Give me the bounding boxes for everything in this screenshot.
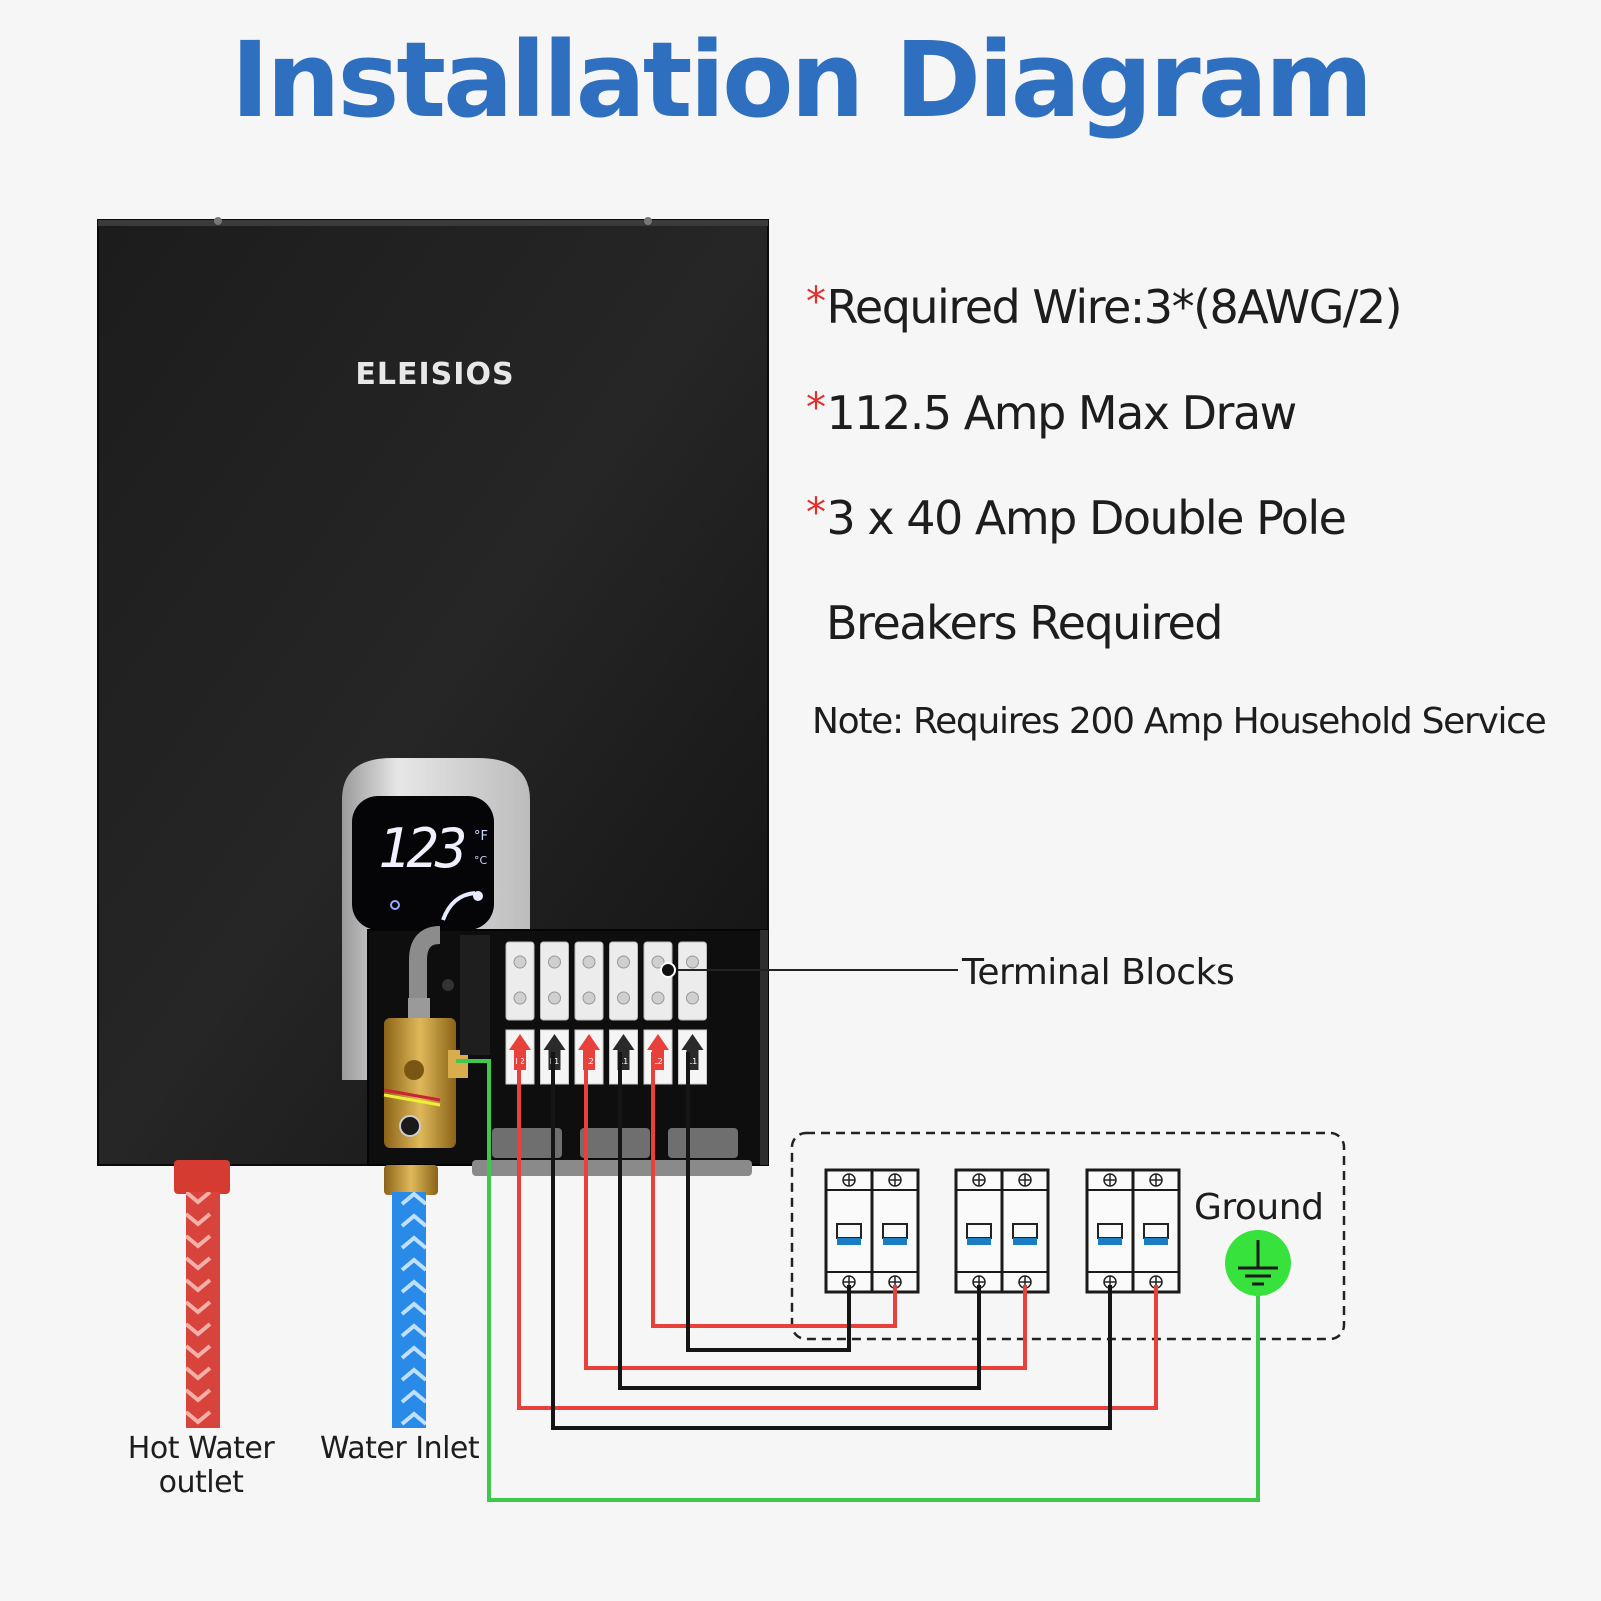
temperature-readout: 123 — [378, 817, 468, 880]
cold-water-inlet-hose — [384, 1165, 438, 1428]
terminal-blocks-label: Terminal Blocks — [962, 952, 1235, 993]
ground-label: Ground — [1194, 1187, 1324, 1228]
shower-icon — [441, 891, 476, 921]
wire — [686, 1052, 851, 1352]
wire — [584, 1052, 1027, 1370]
breaker-panel-outline — [790, 1131, 1346, 1341]
terminal-block: L1 — [678, 941, 707, 1085]
wire — [551, 1052, 1112, 1430]
terminal-block: L2 — [643, 941, 673, 1085]
flame-icon — [390, 900, 400, 910]
spec-breakers: *3 x 40 Amp Double Pole — [806, 490, 1347, 545]
water-inlet-label: Water Inlet — [320, 1431, 480, 1466]
water-heater-unit: °F °C — [97, 217, 769, 1176]
brass-valve — [384, 1018, 456, 1148]
wire — [651, 1052, 897, 1328]
hot-water-label-line1: Hot Water — [127, 1431, 275, 1466]
ground-symbol-icon — [1225, 1230, 1291, 1296]
terminal-callout-dot — [660, 962, 676, 978]
spec-breakers-required: Breakers Required — [826, 596, 1223, 650]
terminal-label: L1 — [619, 1057, 629, 1066]
double-pole-breaker — [824, 1168, 920, 1294]
terminal-label: L1 — [688, 1057, 698, 1066]
double-pole-breaker — [1085, 1168, 1181, 1294]
double-pole-breaker — [954, 1168, 1050, 1294]
spec-max-draw: *112.5 Amp Max Draw — [806, 385, 1297, 440]
wire — [618, 1052, 981, 1390]
hot-water-label-line2: outlet — [158, 1465, 244, 1500]
service-note: Note: Requires 200 Amp Household Service — [812, 701, 1547, 742]
terminal-label: L2 — [653, 1057, 663, 1066]
wire — [456, 1059, 1260, 1502]
terminal-label: L2 — [584, 1057, 594, 1066]
brand-logo: ELEISIOS — [355, 357, 515, 392]
terminal-block: L1 — [609, 941, 638, 1085]
wire — [517, 1052, 1158, 1410]
terminal-block: L2 — [574, 941, 604, 1085]
spec-required-wire: *Required Wire:3*(8AWG/2) — [806, 279, 1403, 334]
celsius-label: °C — [474, 854, 488, 867]
fahrenheit-label: °F — [474, 829, 488, 844]
diagram-title: Installation Diagram — [230, 19, 1374, 141]
hot-water-outlet-hose — [174, 1160, 230, 1428]
